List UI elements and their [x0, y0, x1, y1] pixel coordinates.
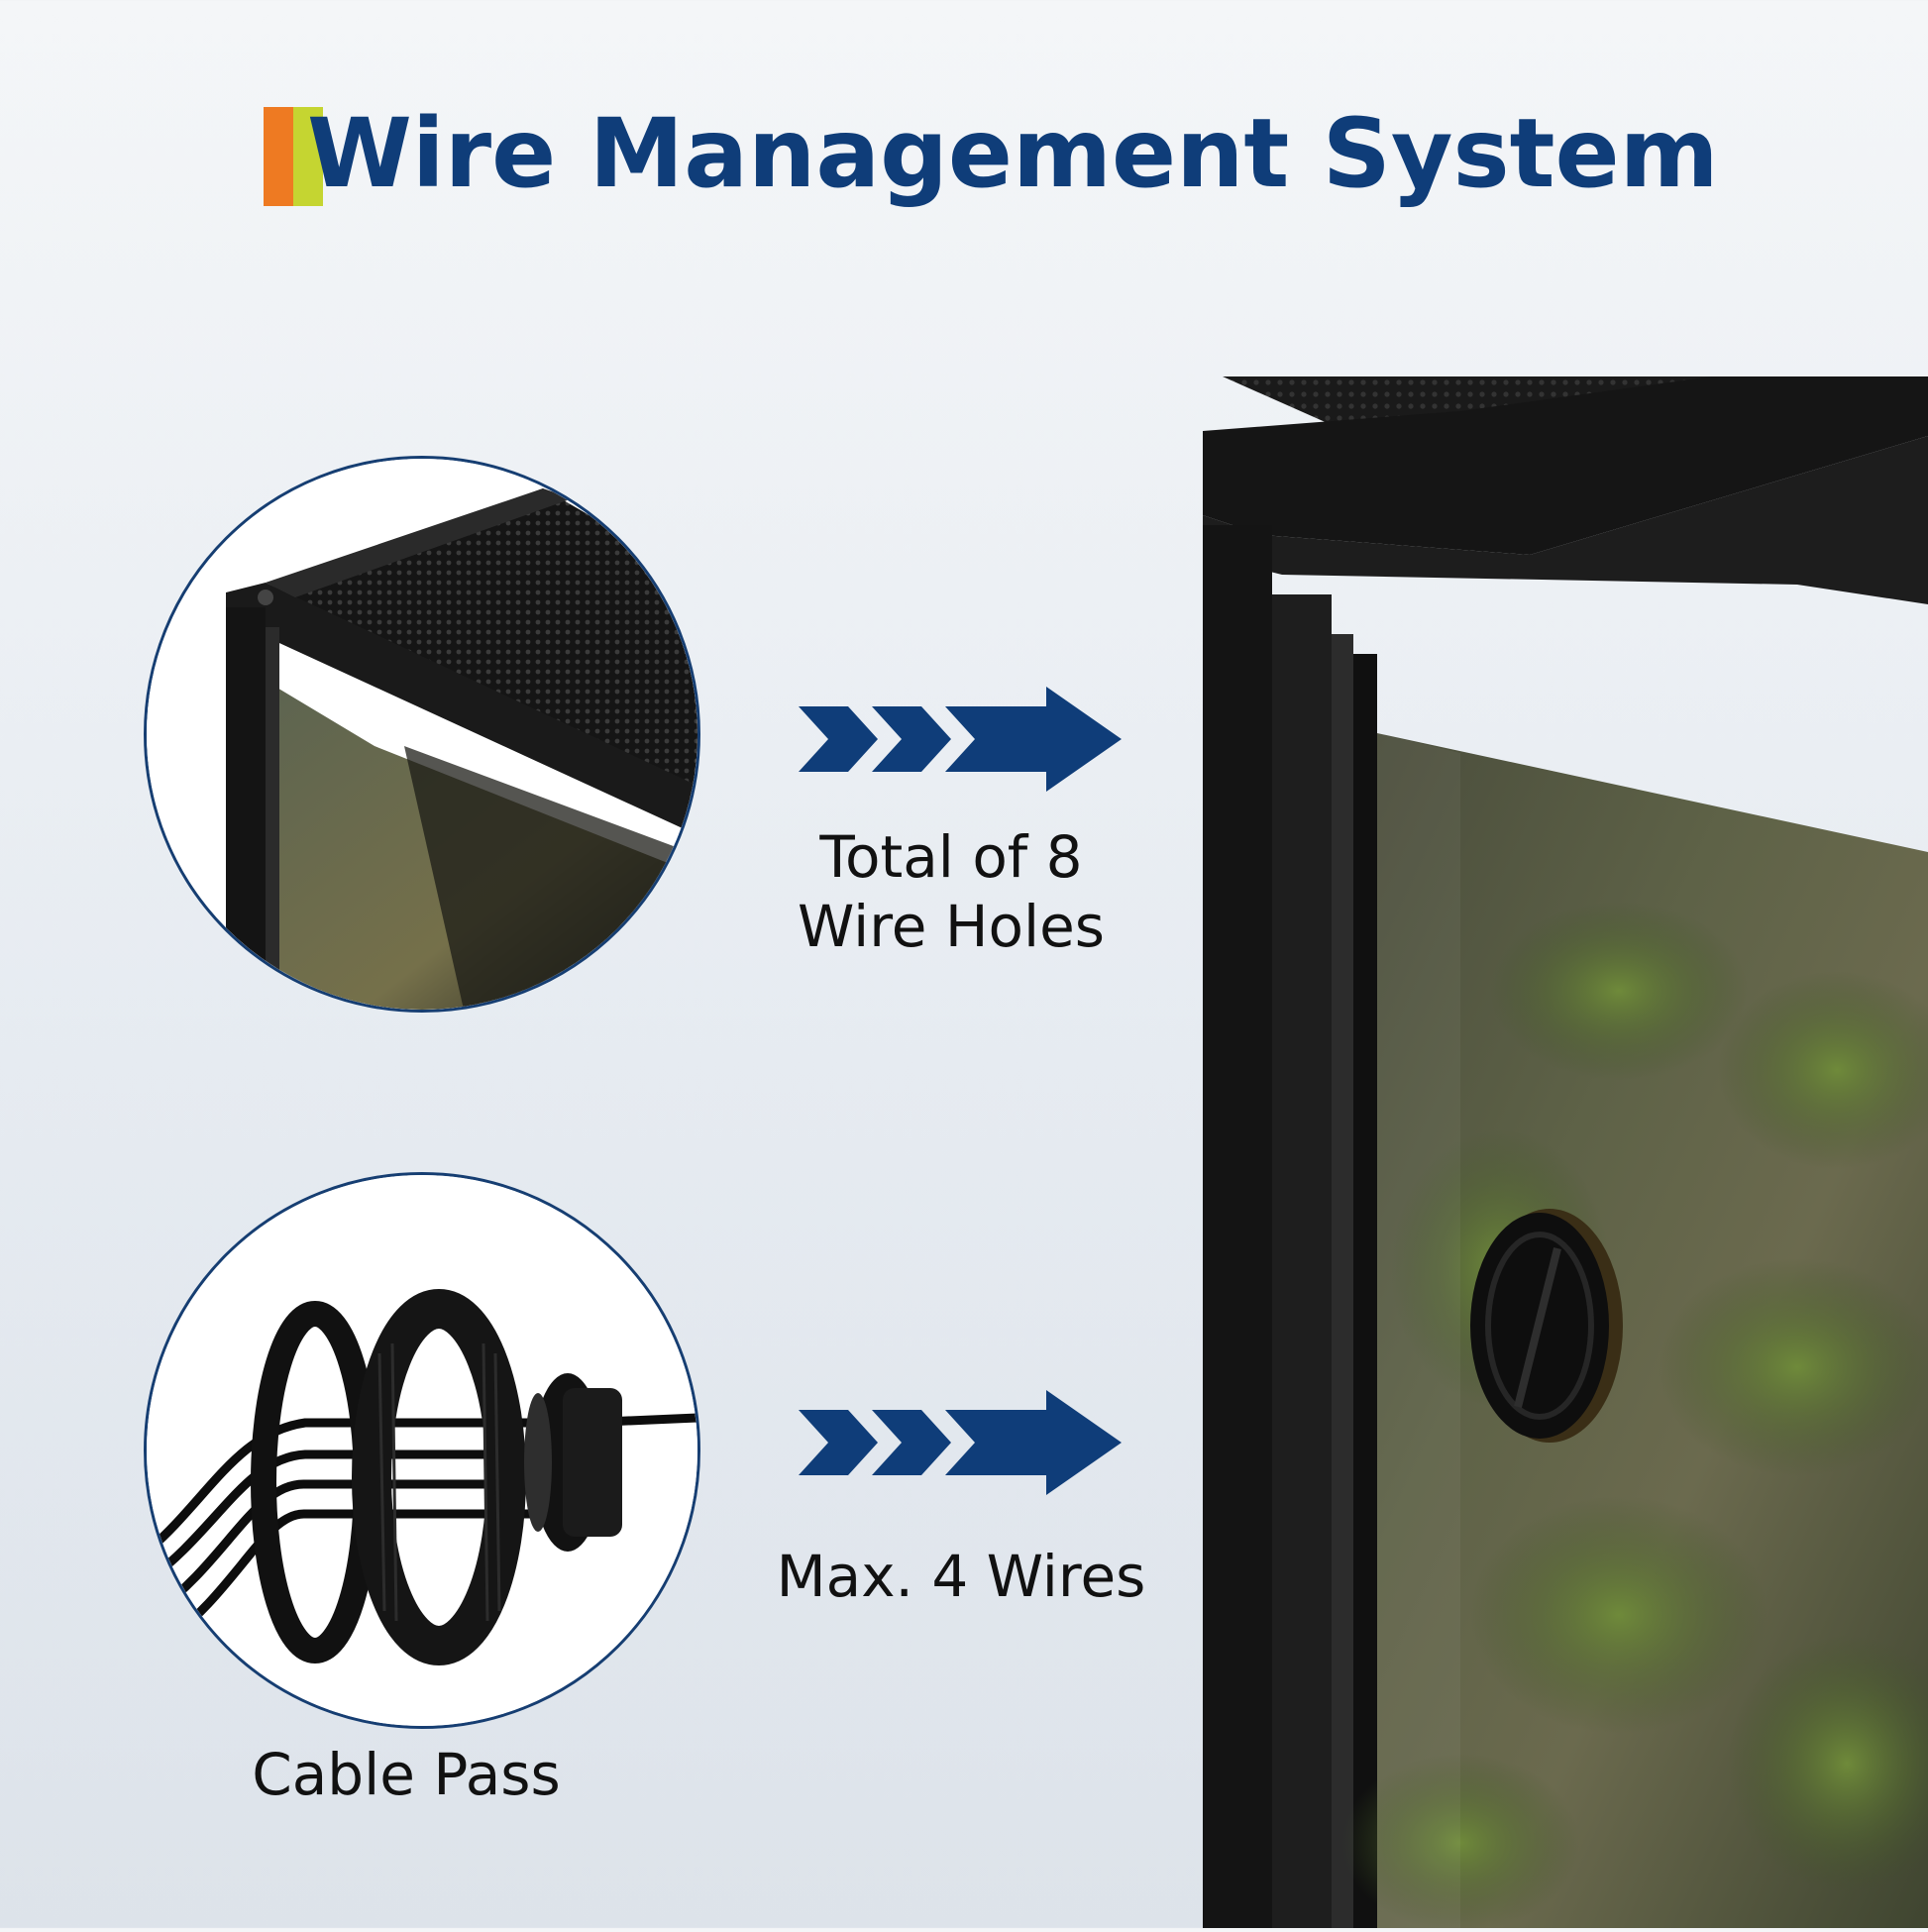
- title-text: Wire Management System: [307, 98, 1719, 209]
- max-wires-label: Max. 4 Wires: [776, 1543, 1146, 1610]
- title-accent-bars: [264, 107, 323, 206]
- title-accent-orange: [264, 107, 293, 206]
- wire-holes-label: Total of 8 Wire Holes: [753, 822, 1149, 961]
- enclosure-illustration: [1203, 307, 1928, 1932]
- triple-chevron-arrow-icon: [799, 687, 1125, 792]
- arrow-graphic: [799, 1390, 1122, 1495]
- page-title: Wire Management System: [264, 99, 1719, 208]
- cable-pass-image: [144, 1172, 700, 1729]
- wire-holes-label-line2: Wire Holes: [798, 893, 1105, 960]
- enclosure-closeup-image: [1203, 307, 1928, 1932]
- cable-grommet-illustration: [147, 1175, 697, 1726]
- corner-detail-image: [144, 456, 700, 1013]
- arrow-graphic: [799, 687, 1122, 792]
- triple-chevron-arrow-icon: [799, 1390, 1125, 1495]
- cable-pass-label: Cable Pass: [252, 1741, 561, 1808]
- title-accent-green: [293, 107, 323, 206]
- enclosure-corner-illustration: [147, 459, 697, 1010]
- wire-holes-label-line1: Total of 8: [819, 823, 1083, 891]
